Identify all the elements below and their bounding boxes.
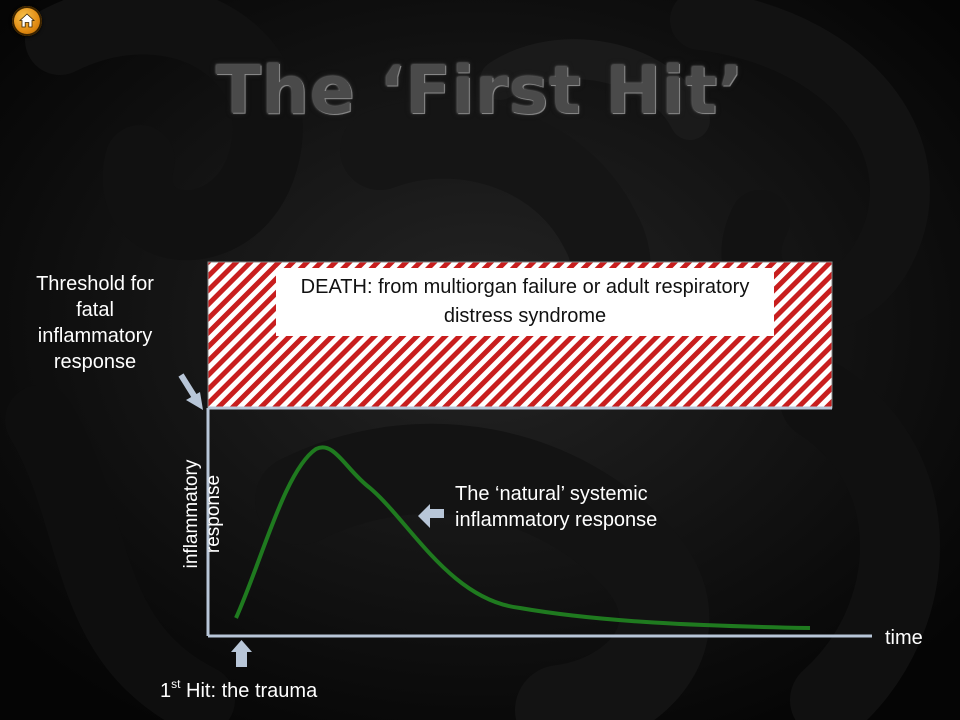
threshold-label-line: fatal xyxy=(76,299,114,321)
natural-response-arrow xyxy=(418,504,444,528)
y-axis-label: inflammatory response xyxy=(181,460,225,569)
slide-title: The ‘First Hit’ xyxy=(215,52,745,129)
threshold-label-line: response xyxy=(53,351,137,373)
first-hit-ordinal-suffix: st xyxy=(171,677,181,691)
threshold-label-line: inflammatory xyxy=(37,325,153,347)
threshold-arrow xyxy=(178,373,203,410)
y-axis-label-line: inflammatory xyxy=(181,459,202,569)
threshold-label-line: Threshold for xyxy=(36,273,154,295)
first-hit-label: 1st Hit: the trauma xyxy=(160,678,317,704)
death-zone-label: DEATH: from multiorgan failure or adult … xyxy=(276,268,774,336)
first-hit-text: Hit: the trauma xyxy=(180,680,318,702)
natural-response-label: The ‘natural’ systemic inflammatory resp… xyxy=(455,483,658,531)
first-hit-number: 1 xyxy=(160,680,172,702)
y-axis-label-line: response xyxy=(203,474,224,554)
x-axis-label: time xyxy=(885,627,923,649)
inflammatory-response-curve xyxy=(234,445,811,630)
first-hit-arrow xyxy=(231,640,252,667)
threshold-label: Threshold for fatal inflammatory respons… xyxy=(10,271,180,375)
death-zone-text: DEATH: from multiorgan failure or adult … xyxy=(300,276,750,327)
home-icon xyxy=(18,13,36,28)
home-button[interactable] xyxy=(12,6,42,36)
